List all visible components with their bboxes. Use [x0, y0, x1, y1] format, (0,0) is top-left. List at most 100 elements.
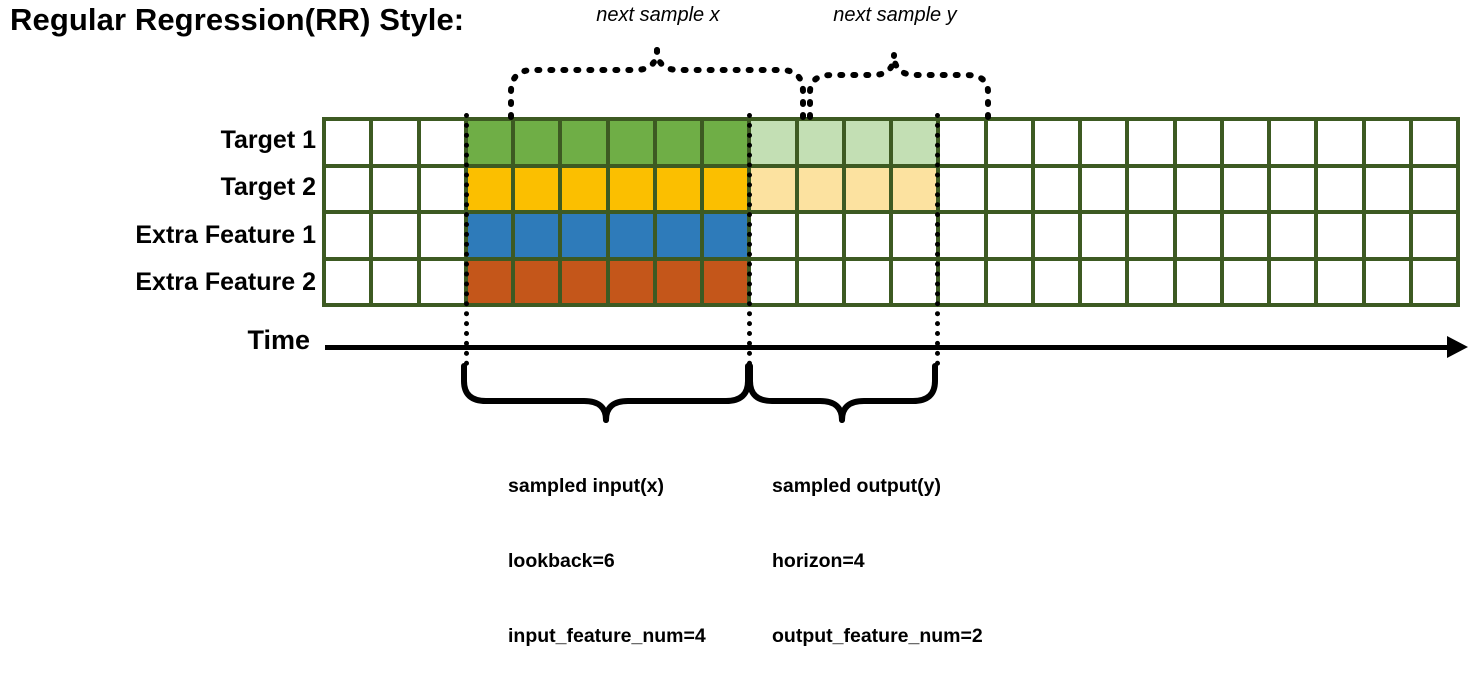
grid-cell-r2-c22-empty	[1318, 167, 1362, 210]
grid-cell-r3-c8-input	[656, 214, 700, 257]
grid-cell-r3-c1-empty	[326, 214, 370, 257]
page-title: Regular Regression(RR) Style:	[10, 2, 465, 37]
grid-cell-r3-c3-empty	[420, 214, 464, 257]
grid-cell-r4-c7-input	[609, 260, 653, 303]
row-label-column: Target 1 Target 2 Extra Feature 1 Extra …	[20, 117, 316, 307]
grid-cell-r4-c18-empty	[1129, 260, 1173, 303]
grid-cell-r2-c6-input	[562, 167, 606, 210]
grid-cell-r3-c22-empty	[1318, 214, 1362, 257]
grid-cell-r4-c15-empty	[987, 260, 1031, 303]
timeseries-grid	[322, 117, 1460, 307]
annotation-output: sampled output(y) horizon=4 output_featu…	[772, 424, 983, 699]
diagram-canvas: Regular Regression(RR) Style: next sampl…	[10, 2, 1468, 647]
grid-cell-r4-c5-input	[515, 260, 559, 303]
grid-cell-r2-c20-empty	[1223, 167, 1267, 210]
grid-cell-r2-c10-output	[751, 167, 795, 210]
grid-cell-r4-c14-empty	[940, 260, 984, 303]
grid-cell-r3-c23-empty	[1365, 214, 1409, 257]
guide-line-input-end	[747, 113, 752, 366]
bottom-brace-output-icon	[747, 363, 938, 423]
top-brace-x-icon	[508, 47, 806, 120]
grid-cell-r3-c5-input	[515, 214, 559, 257]
grid-cell-r1-c7-input	[609, 121, 653, 164]
grid-cell-r3-c10-output	[751, 214, 795, 257]
next-sample-x-label: next sample x	[596, 4, 720, 26]
grid-cell-r1-c16-empty	[1034, 121, 1078, 164]
grid-cell-r1-c17-empty	[1082, 121, 1126, 164]
guide-line-input-start	[464, 113, 469, 366]
annotation-input: sampled input(x) lookback=6 input_featur…	[508, 424, 706, 699]
bottom-brace-input-icon	[461, 363, 751, 423]
grid-cell-r1-c22-empty	[1318, 121, 1362, 164]
grid-cell-r2-c18-empty	[1129, 167, 1173, 210]
grid-cell-r2-c7-input	[609, 167, 653, 210]
grid-cell-r2-c9-input	[704, 167, 748, 210]
grid-cell-r1-c24-empty	[1412, 121, 1456, 164]
grid-cell-r4-c17-empty	[1082, 260, 1126, 303]
grid-cell-r3-c18-empty	[1129, 214, 1173, 257]
grid-cell-r2-c4-input	[467, 167, 511, 210]
grid-cell-r1-c14-empty	[940, 121, 984, 164]
grid-cell-r4-c3-empty	[420, 260, 464, 303]
grid-cell-r1-c2-empty	[373, 121, 417, 164]
grid-cell-r4-c4-input	[467, 260, 511, 303]
grid-cell-r3-c4-input	[467, 214, 511, 257]
grid-cell-r2-c15-empty	[987, 167, 1031, 210]
grid-cell-r1-c4-input	[467, 121, 511, 164]
grid-cell-r2-c19-empty	[1176, 167, 1220, 210]
grid-cell-r4-c24-empty	[1412, 260, 1456, 303]
brace-overlay	[461, 47, 991, 423]
annotation-output-line1: sampled output(y)	[772, 475, 941, 497]
grid-cell-r2-c13-output	[893, 167, 937, 210]
grid-cell-r1-c8-input	[656, 121, 700, 164]
time-axis-label: Time	[247, 325, 310, 355]
grid-cell-r2-c21-empty	[1271, 167, 1315, 210]
grid-cell-r4-c12-output	[845, 260, 889, 303]
grid-cell-r3-c14-empty	[940, 214, 984, 257]
grid-cell-r2-c3-empty	[420, 167, 464, 210]
grid-cell-r4-c20-empty	[1223, 260, 1267, 303]
row-label-extra-feature-1: Extra Feature 1	[135, 221, 316, 249]
grid-cell-r4-c6-input	[562, 260, 606, 303]
grid-cell-r3-c9-input	[704, 214, 748, 257]
grid-cell-r3-c13-output	[893, 214, 937, 257]
grid-cell-r1-c20-empty	[1223, 121, 1267, 164]
grid-cell-r1-c1-empty	[326, 121, 370, 164]
grid-cell-r2-c16-empty	[1034, 167, 1078, 210]
grid-cell-r2-c14-empty	[940, 167, 984, 210]
grid-cell-r1-c9-input	[704, 121, 748, 164]
grid-cell-r2-c24-empty	[1412, 167, 1456, 210]
grid-cell-r1-c6-input	[562, 121, 606, 164]
row-label-extra-feature-2: Extra Feature 2	[135, 268, 316, 296]
grid-cell-r3-c20-empty	[1223, 214, 1267, 257]
grid-cell-r4-c16-empty	[1034, 260, 1078, 303]
grid-cell-r2-c11-output	[798, 167, 842, 210]
grid-cell-r4-c2-empty	[373, 260, 417, 303]
grid-cell-r4-c11-output	[798, 260, 842, 303]
grid-cell-r3-c17-empty	[1082, 214, 1126, 257]
grid-cell-r1-c13-output	[893, 121, 937, 164]
grid-cell-r3-c7-input	[609, 214, 653, 257]
grid-cell-r4-c19-empty	[1176, 260, 1220, 303]
grid-cell-r4-c1-empty	[326, 260, 370, 303]
grid-cell-r3-c6-input	[562, 214, 606, 257]
annotation-output-line2: horizon=4	[772, 550, 865, 572]
grid-cell-r1-c21-empty	[1271, 121, 1315, 164]
next-sample-y-label: next sample y	[833, 4, 957, 26]
grid-cell-r4-c23-empty	[1365, 260, 1409, 303]
top-brace-y-icon	[807, 52, 991, 120]
time-axis-line	[325, 345, 1459, 350]
grid-cell-r4-c21-empty	[1271, 260, 1315, 303]
annotation-output-line3: output_feature_num=2	[772, 625, 983, 647]
grid-cell-r3-c24-empty	[1412, 214, 1456, 257]
grid-cell-r4-c9-input	[704, 260, 748, 303]
grid-cell-r1-c18-empty	[1129, 121, 1173, 164]
grid-cell-r4-c8-input	[656, 260, 700, 303]
row-label-target-2: Target 2	[220, 173, 316, 201]
grid-cell-r3-c19-empty	[1176, 214, 1220, 257]
grid-cell-r3-c15-empty	[987, 214, 1031, 257]
grid-cell-r3-c11-output	[798, 214, 842, 257]
grid-cell-r1-c11-output	[798, 121, 842, 164]
grid-cell-r4-c22-empty	[1318, 260, 1362, 303]
grid-cell-r1-c10-output	[751, 121, 795, 164]
